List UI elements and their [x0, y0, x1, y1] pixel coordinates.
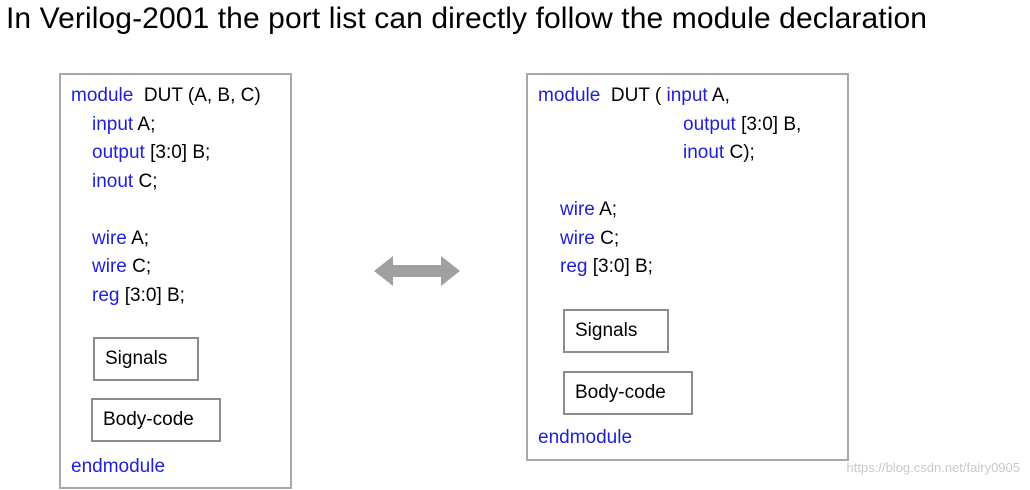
reg-b-text: [3:0] B;: [119, 285, 185, 306]
wire-c-line: wire C;: [92, 256, 151, 278]
body-code-box: Body-code: [563, 371, 693, 415]
output-keyword: output: [92, 142, 145, 163]
inout-port-text: C;: [133, 171, 158, 192]
output-port-text: [3:0] B;: [144, 142, 211, 163]
reg-keyword: reg: [92, 285, 120, 306]
output-keyword: output: [683, 114, 736, 135]
module-keyword: module: [71, 85, 134, 106]
wire-c-text: C;: [126, 256, 152, 277]
output-port-text: [3:0] B,: [735, 114, 802, 135]
verilog-2001-module-panel: module DUT ( input A, output [3:0] B, in…: [526, 73, 849, 461]
input-port-text: A,: [707, 85, 730, 106]
endmodule-keyword: endmodule: [71, 456, 166, 477]
wire-a-line: wire A;: [560, 199, 617, 221]
module-declaration-line: module DUT (A, B, C): [71, 85, 261, 107]
reg-keyword: reg: [560, 256, 588, 277]
wire-a-line: wire A;: [92, 228, 149, 250]
wire-keyword: wire: [560, 199, 595, 220]
wire-a-text: A;: [594, 199, 618, 220]
wire-c-text: C;: [594, 228, 620, 249]
reg-b-text: [3:0] B;: [587, 256, 653, 277]
reg-b-line: reg [3:0] B;: [560, 256, 653, 278]
wire-a-text: A;: [126, 228, 150, 249]
output-port-line: output [3:0] B;: [92, 142, 210, 164]
inout-port-line: inout C);: [683, 142, 755, 164]
wire-keyword: wire: [92, 228, 127, 249]
signals-box: Signals: [563, 309, 669, 353]
inout-port-line: inout C;: [92, 171, 157, 193]
wire-keyword: wire: [92, 256, 127, 277]
output-port-line: output [3:0] B,: [683, 114, 801, 136]
reg-b-line: reg [3:0] B;: [92, 285, 185, 307]
signals-box: Signals: [93, 337, 199, 381]
input-keyword: input: [92, 114, 134, 135]
wire-keyword: wire: [560, 228, 595, 249]
body-code-box: Body-code: [91, 398, 221, 442]
slide-title: In Verilog-2001 the port list can direct…: [6, 2, 928, 35]
module-keyword: module: [538, 85, 601, 106]
module-declaration-line: module DUT ( input A,: [538, 85, 730, 107]
inout-port-text: C);: [724, 142, 755, 163]
double-headed-arrow-icon: [374, 256, 460, 286]
verilog-1995-module-panel: module DUT (A, B, C) input A; output [3:…: [59, 73, 292, 489]
watermark-url: https://blog.csdn.net/fairy0905: [846, 460, 1020, 475]
input-port-text: A;: [133, 114, 156, 135]
module-name-text: DUT (: [600, 85, 667, 106]
inout-keyword: inout: [683, 142, 725, 163]
wire-c-line: wire C;: [560, 228, 619, 250]
input-port-line: input A;: [92, 114, 155, 136]
input-keyword: input: [666, 85, 708, 106]
endmodule-keyword: endmodule: [538, 427, 633, 448]
module-header-text: DUT (A, B, C): [133, 85, 261, 106]
inout-keyword: inout: [92, 171, 134, 192]
